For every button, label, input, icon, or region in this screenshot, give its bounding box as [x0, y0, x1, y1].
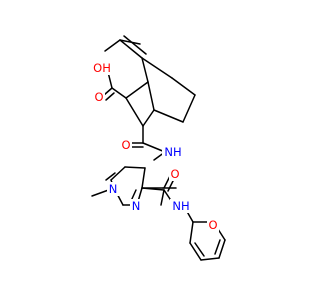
atom-label-text: O: [121, 138, 130, 152]
bond: [147, 81, 155, 111]
bond: [141, 167, 146, 189]
bond: [218, 239, 226, 259]
molecule-structure-diagram: OH O O NH O N N NH: [91, 35, 226, 261]
atom-labels: OH O O NH O N N NH: [91, 61, 219, 232]
atom-label-text: N: [132, 199, 141, 213]
atom-pyrazole-n1: N: [107, 182, 119, 196]
bond: [124, 166, 146, 169]
atom-label-text: O: [170, 167, 179, 181]
bond: [110, 166, 126, 181]
bond: [119, 39, 143, 59]
atom-label-text: O: [94, 90, 103, 104]
bond: [105, 172, 116, 181]
bond: [214, 239, 221, 255]
bond: [103, 87, 113, 96]
atom-label-text: OH: [93, 61, 111, 75]
bond: [105, 92, 115, 101]
atom-label-text: NH: [172, 199, 189, 213]
bond: [125, 97, 144, 127]
atom-amide-1-oxygen: O: [120, 138, 132, 152]
atom-label-text: NH: [164, 145, 181, 159]
bond: [194, 242, 205, 257]
bond: [141, 57, 149, 83]
atom-label-text: O: [208, 218, 217, 232]
atom-label-text: N: [109, 182, 118, 196]
bond: [142, 109, 155, 127]
bond: [160, 189, 165, 206]
atom-carboxyl-oh: OH: [91, 61, 113, 75]
bond: [141, 57, 173, 79]
bond: [182, 94, 196, 123]
atom-carboxyl-carbonyl-oxygen: O: [93, 90, 105, 104]
atom-amide-2-oxygen: O: [169, 167, 181, 181]
bond: [171, 77, 196, 96]
bond: [200, 257, 220, 261]
bond: [123, 35, 147, 55]
bond: [153, 109, 184, 123]
atom-pyrazole-n2: N: [130, 199, 142, 213]
atom-furan-oxygen: O: [207, 218, 219, 232]
bond: [125, 81, 149, 99]
atom-amide-2-nh: NH: [170, 199, 192, 213]
bond: [189, 221, 194, 244]
bond: [119, 39, 141, 45]
bond: [111, 87, 127, 99]
bond: [142, 142, 166, 153]
bond: [104, 39, 121, 52]
bond: [189, 242, 202, 261]
atom-amide-1-nh: NH: [162, 145, 184, 159]
